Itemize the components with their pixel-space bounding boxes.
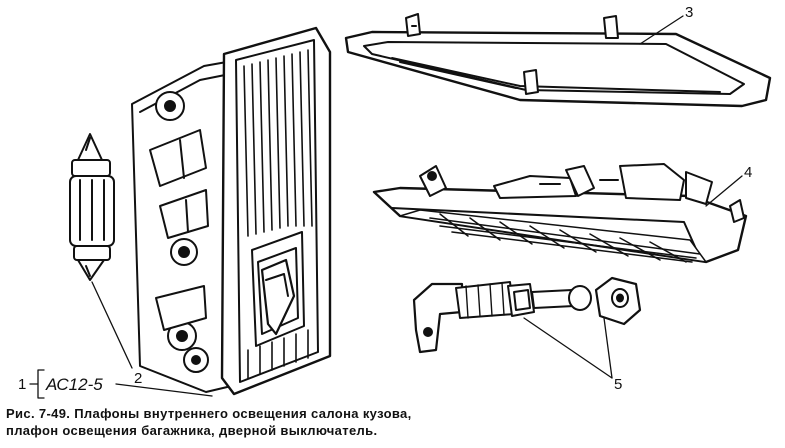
callout-1: 1 [18,376,26,393]
callout-2: 2 [134,370,142,387]
caption-line-1: Рис. 7-49. Плафоны внутреннего освещения… [6,406,412,421]
door-switch [412,276,642,354]
ceiling-lamp-large [131,26,332,396]
caption-line-2: плафон освещения багажника, дверной выкл… [6,423,378,438]
bulb-type-label: АС12-5 [45,375,103,394]
callout-4: 4 [744,164,752,181]
lamp-lens-grid [399,209,707,263]
callout-3: 3 [685,4,693,21]
leader-lines [29,15,743,399]
callout-5: 5 [614,376,622,393]
figure-caption: Рис. 7-49. Плафоны внутреннего освещения… [6,405,776,439]
diffuser-ribs [243,49,313,379]
trunk-lamp [344,13,772,108]
festoon-bulb [69,133,115,281]
